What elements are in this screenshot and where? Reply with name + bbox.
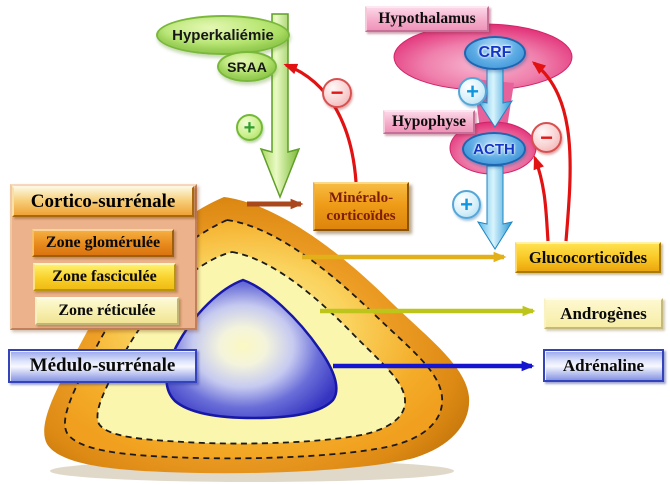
glucocorticoides-label: Glucocorticoïdes: [528, 247, 648, 267]
hypophyse-label: Hypophyse: [391, 113, 467, 130]
zone-fasciculee-box: Zone fasciculée: [33, 263, 176, 291]
hyperkaliemie-node: Hyperkaliémie: [156, 15, 290, 55]
sraa-node: SRAA: [217, 51, 277, 82]
gluco-feedback-acth-arrow: [533, 155, 550, 242]
crf-to-acth-arrow: [476, 65, 514, 128]
hyperkaliemie-label: Hyperkaliémie: [172, 26, 274, 44]
sraa-label: SRAA: [227, 58, 267, 75]
crf-node: CRF: [464, 36, 526, 70]
hypophyse-label-box: Hypophyse: [383, 110, 475, 134]
adrenaline-label-box: Adrénaline: [543, 349, 664, 382]
hypothalamus-label: Hypothalamus: [378, 10, 476, 27]
androgenes-label: Androgènes: [560, 303, 647, 323]
plus-icon: +: [460, 191, 473, 217]
minus-icon: −: [540, 124, 553, 150]
mineralo-line2: corticoïdes: [326, 207, 396, 224]
mineralo-feedback-arrow: [283, 63, 358, 183]
gluco-feedback-crf-arrow: [531, 61, 572, 242]
acth-node: ACTH: [462, 132, 526, 166]
zone-reticulee-box: Zone réticulée: [35, 297, 179, 325]
mineralocorticoides-label-box: Minéralo- corticoïdes: [313, 182, 409, 231]
mineralo-line1: Minéralo-: [328, 189, 394, 206]
medulo-title-label: Médulo-surrénale: [29, 355, 176, 376]
plus-icon: +: [466, 78, 479, 104]
minus-badge-sraa: −: [322, 78, 352, 108]
zone-glomerulee-box: Zone glomérulée: [32, 229, 174, 257]
minus-badge-acth: −: [531, 122, 562, 153]
glucocorticoides-label-box: Glucocorticoïdes: [515, 242, 661, 273]
androgenes-label-box: Androgènes: [544, 298, 663, 329]
minus-icon: −: [330, 80, 344, 105]
plus-badge-acth-cortex: +: [452, 190, 481, 219]
acth-label: ACTH: [473, 140, 515, 158]
cortico-title-label: Cortico-surrénale: [30, 190, 176, 212]
plus-badge-crf: +: [458, 77, 487, 106]
crf-label: CRF: [478, 44, 512, 61]
medulo-surrenale-label-box: Médulo-surrénale: [8, 349, 197, 383]
acth-to-cortex-arrow: [476, 165, 514, 250]
plus-badge-hyperkaliemie: +: [236, 114, 263, 141]
gland-medulla-core: [165, 278, 338, 420]
zone-reticulee-label: Zone réticulée: [58, 302, 156, 319]
plus-icon: +: [243, 116, 256, 139]
adrenaline-label: Adrénaline: [562, 355, 645, 375]
cortico-surrenale-title: Cortico-surrénale: [12, 186, 194, 217]
zone-glomerulee-label: Zone glomérulée: [45, 234, 161, 251]
hypothalamus-label-box: Hypothalamus: [365, 6, 489, 32]
zone-fasciculee-label: Zone fasciculée: [52, 268, 157, 285]
